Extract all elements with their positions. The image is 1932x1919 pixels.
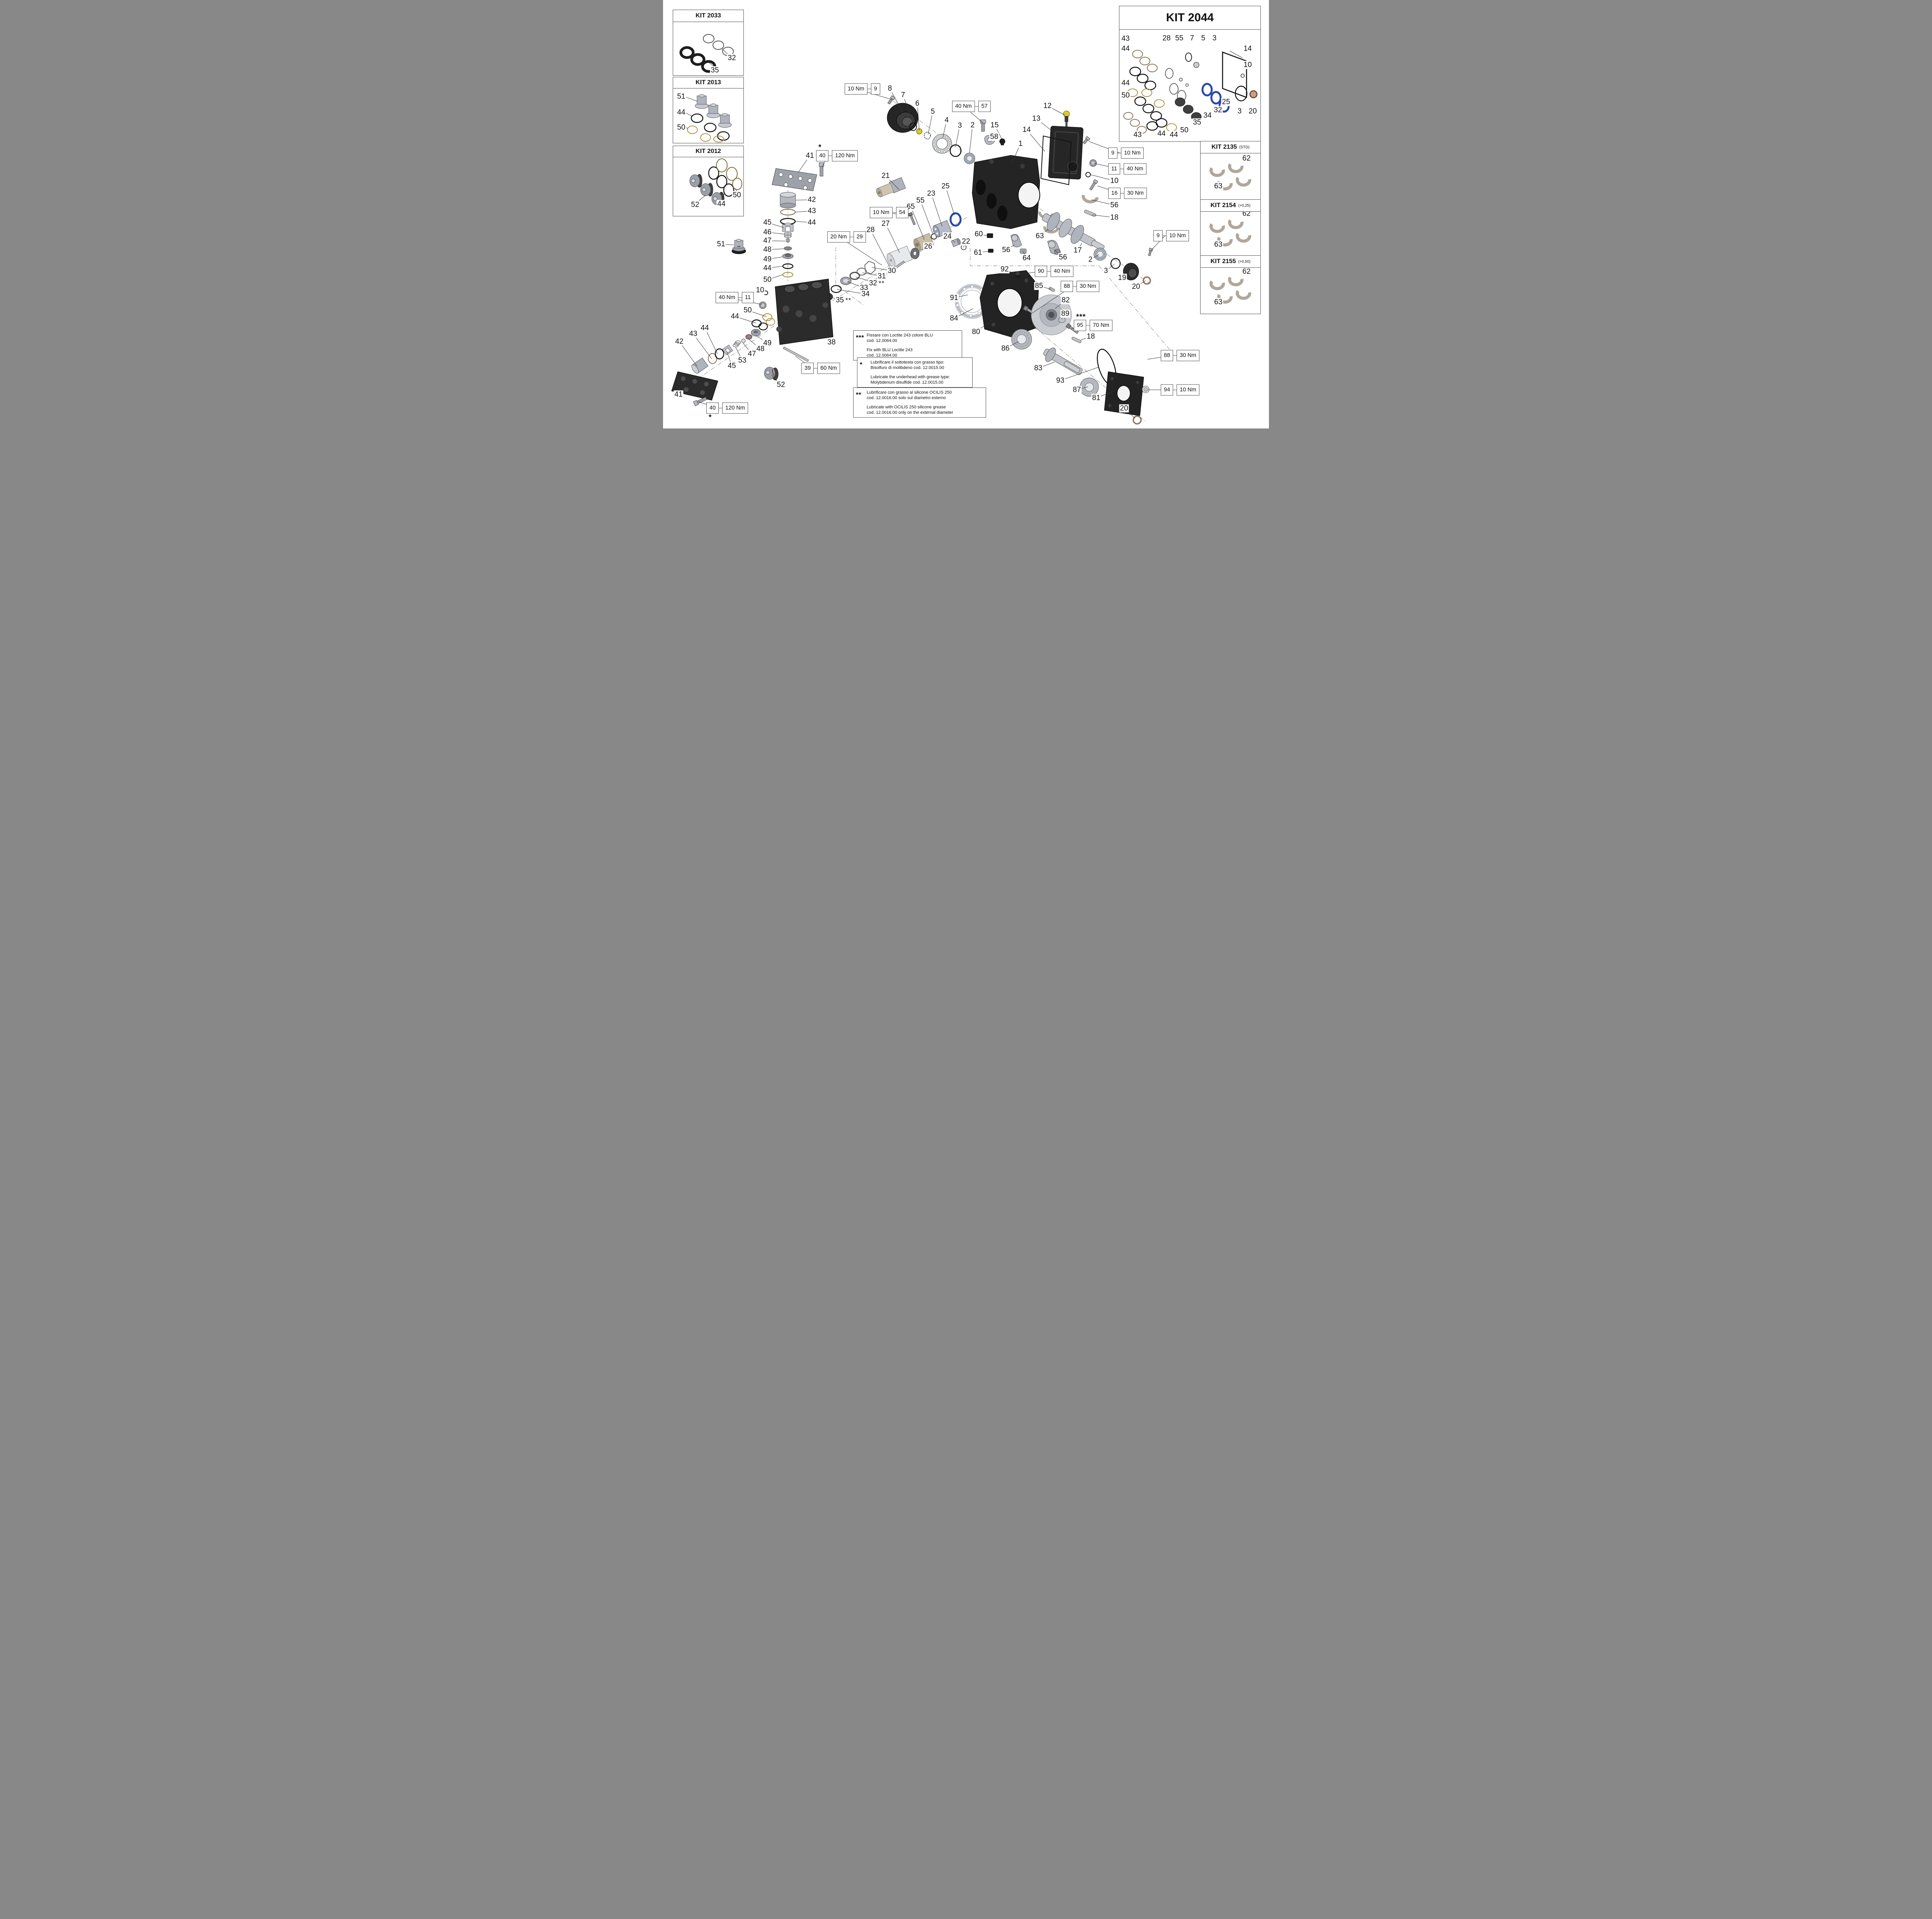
kit2044-parts (1123, 50, 1258, 134)
rear-cover-part (1040, 126, 1083, 185)
rear-drive-assembly (954, 270, 1150, 425)
crankshaft-part (1042, 212, 1105, 251)
axis-lines (684, 101, 1170, 422)
valve-51 (731, 239, 746, 254)
drive-shaft-part (1043, 347, 1083, 375)
right-column-hardware (1082, 136, 1099, 217)
pump-head-part (751, 279, 833, 362)
kit2012-parts (689, 158, 742, 206)
upper-manifold-part (772, 162, 824, 191)
bearing-shell-kits (1209, 163, 1252, 304)
bolt-9 (887, 95, 896, 105)
crankcase-part (972, 155, 1040, 229)
front-flange-assembly (887, 95, 975, 164)
bottom-left-assembly (671, 318, 779, 406)
valve-stack-upper (731, 192, 796, 278)
crankshaft-group (1010, 211, 1153, 285)
connecting-rods (1010, 234, 1061, 255)
kit2033-parts (679, 34, 734, 73)
kit2013-parts (684, 94, 732, 143)
exploded-view-artwork (671, 34, 1258, 425)
crankcase-top-hardware (980, 119, 1005, 145)
